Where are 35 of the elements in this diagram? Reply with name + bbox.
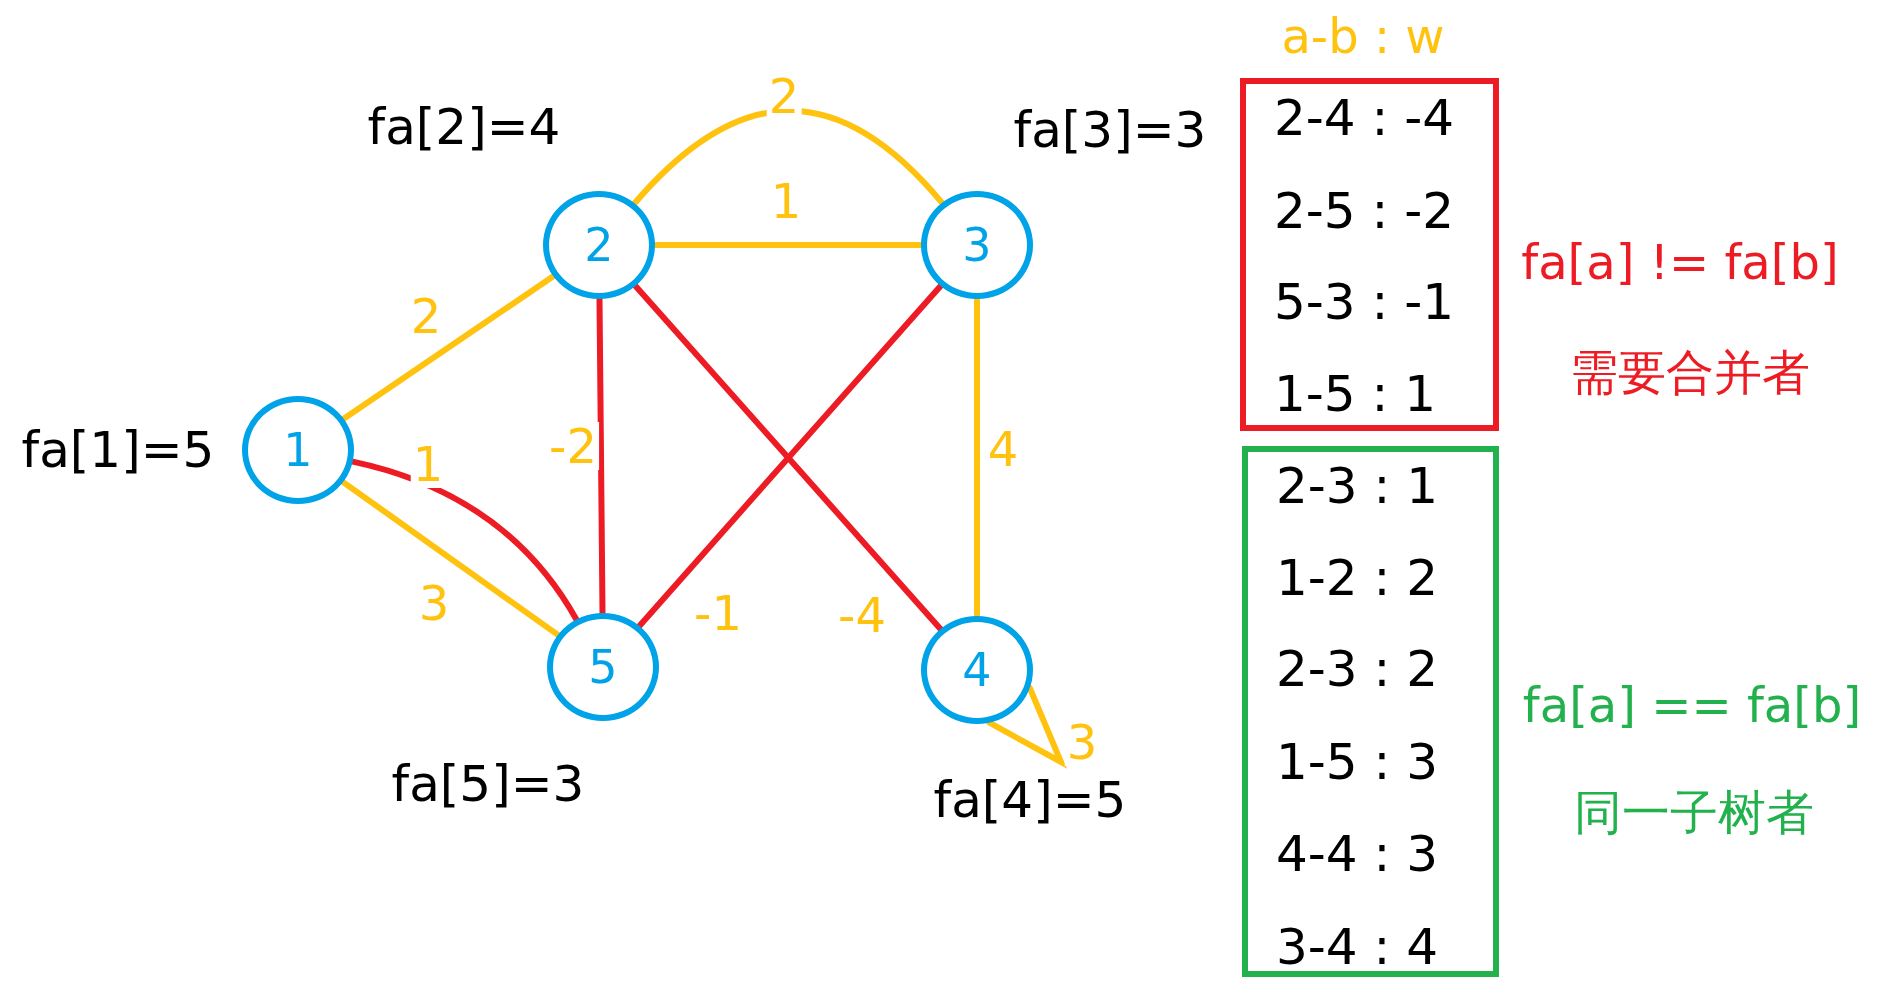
graph-node: 3	[921, 191, 1033, 299]
graph-edge	[652, 242, 924, 248]
graph-edge	[340, 273, 557, 422]
graph-edge	[340, 479, 561, 638]
graph-node: 4	[921, 616, 1033, 724]
graph-node: 1	[242, 396, 354, 504]
edge-list-row: 4-4 : 3	[1276, 829, 1439, 879]
box-caption: 同一子树者	[1574, 788, 1814, 836]
edge-list-row: 1-2 : 2	[1276, 553, 1439, 603]
parent-label: fa[1]=5	[21, 425, 215, 475]
edge-list-row: 2-3 : 2	[1276, 644, 1439, 694]
box-caption: fa[a] == fa[b]	[1522, 681, 1862, 729]
graph-edge	[974, 296, 980, 619]
edge-list-row: 2-5 : -2	[1274, 186, 1455, 236]
box-caption: 需要合并者	[1570, 348, 1810, 396]
edge-list-row: 2-4 : -4	[1274, 93, 1455, 143]
graph-edge	[986, 685, 1068, 769]
edge-list-row: 2-3 : 1	[1276, 461, 1439, 511]
column-header: a-b : w	[1281, 12, 1445, 60]
parent-label: fa[5]=3	[391, 759, 585, 809]
parent-label: fa[2]=4	[367, 102, 561, 152]
parent-label: fa[4]=5	[933, 775, 1127, 825]
parent-label: fa[3]=3	[1013, 105, 1207, 155]
box-caption: fa[a] != fa[b]	[1521, 238, 1839, 286]
edge-list-row: 1-5 : 1	[1274, 369, 1437, 419]
graph-edge	[631, 107, 945, 207]
edge-list-box	[1242, 446, 1499, 977]
graph-node: 5	[547, 613, 659, 721]
edge-list-box	[1240, 78, 1499, 431]
edge-list-row: 3-4 : 4	[1276, 922, 1439, 972]
edge-list-row: 5-3 : -1	[1274, 277, 1455, 327]
edge-list-row: 1-5 : 3	[1276, 737, 1439, 787]
graph-edge	[596, 296, 606, 616]
graph-node: 2	[543, 191, 655, 299]
graph-edge	[349, 458, 580, 623]
